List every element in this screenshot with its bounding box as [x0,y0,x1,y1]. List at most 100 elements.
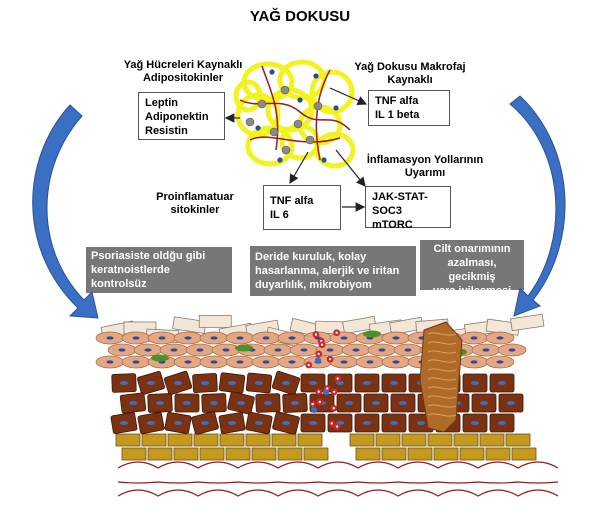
immune-cell-core [318,400,322,404]
effect-3-line-3: yara iyileşmesi [432,285,512,297]
keratinocyte-nucleus [508,348,516,352]
basement-membrane-block [511,447,537,461]
immune-cell-core [332,407,336,410]
keratinocyte-nucleus [340,360,348,364]
diagram-title: YAĞ DOKUSU [249,8,351,25]
keratinocyte-nucleus [184,360,192,364]
basement-membrane-block [147,447,173,461]
basement-membrane-block [219,433,245,447]
keratinocyte-nucleus [404,348,412,352]
adipocyte-label: Yağ Hücreleri Kaynaklı Adipositokinler [108,59,258,85]
corneocyte [342,315,377,335]
basement-membrane-block [303,447,329,461]
pathway-label: İnflamasyon Yollarının Uyarımı [350,154,500,180]
pathway-box: JAK-STAT-SOC3 mTORC [365,186,451,231]
left-curved-arrow [32,104,99,319]
basement-membrane-block [173,447,199,461]
macrophage-tnf-alfa: TNF alfa [375,95,419,107]
pathway-label-line-2: Uyarımı [404,167,446,179]
basement-membrane-block [401,433,427,447]
damaged-tissue-streak [427,404,457,408]
keratinocyte-nucleus [236,360,244,364]
adipocyte-nucleus [333,105,339,111]
keratinocyte-nucleus [132,360,140,364]
basement-membrane-block [121,447,147,461]
basal-nucleus [282,381,290,385]
damaged-tissue-streak [427,341,457,345]
basement-membrane-block [277,447,303,461]
damaged-tissue-streak [427,395,457,399]
basement-membrane-block [453,433,479,447]
effect-1-line-1: Psoriasiste oldğu gibi [91,250,206,262]
keratinocyte-nucleus [210,360,218,364]
immune-cell-core [314,333,318,336]
macrophage [280,85,290,95]
adipocytokine-box: Leptin Adiponektin Resistin [138,92,225,140]
basement-membrane-block [407,447,433,461]
effect-2-line-3: duyarlılık, mikrobiyom [255,279,372,291]
proinflammatory-label-line-2: sitokinler [170,204,220,216]
basal-nucleus [129,401,137,405]
langerhans-cell [235,344,253,352]
basal-nucleus [345,401,353,405]
keratinocyte-nucleus [496,336,504,340]
keratinocyte-nucleus [300,348,308,352]
keratinocyte-nucleus [262,360,270,364]
keratinocyte-nucleus [340,336,348,340]
basement-membrane-block [167,433,193,447]
effect-1-line-3: çoğalma [91,292,136,304]
proinflammatory-box: TNF alfa IL 6 [263,185,341,230]
arrow-to-pathway-box-diagonal [335,149,366,187]
macrophage-cytokine-box: TNF alfa IL 1 beta [368,90,450,126]
basement-membrane-block [375,433,401,447]
immune-cell-core [320,343,324,346]
keratinocyte-nucleus [144,348,152,352]
basal-nucleus [363,421,371,425]
basal-nucleus [471,421,479,425]
adipocyte-nucleus [255,125,261,131]
keratinocyte-nucleus [482,348,490,352]
keratinocyte-nucleus [158,336,166,340]
basal-nucleus [120,381,128,385]
adipocyte-cell [245,125,295,167]
basal-nucleus [507,401,515,405]
keratinocyte-nucleus [288,360,296,364]
pathway-label-line-1: İnflamasyon Yollarının [366,154,484,166]
keratinocyte-nucleus [118,348,126,352]
damaged-tissue-streak [427,368,457,372]
basal-nucleus [372,401,380,405]
basal-nucleus [336,381,344,385]
corneocyte [510,313,545,332]
basement-membrane-block [349,433,375,447]
keratinocyte-nucleus [326,348,334,352]
adipocyte-nucleus [313,73,319,79]
langerhans-cell [151,354,169,362]
effect-box-wound-healing: Cilt onarımının azalması, gecikmiş yara … [420,240,524,297]
damaged-tissue-streak [427,332,457,336]
basal-nucleus [255,381,263,385]
pathway-jak-stat: JAK-STAT-SOC3 [372,191,428,217]
adipocytokine-adiponectin: Adiponektin [145,111,209,123]
langerhans-cell [363,330,381,338]
effect-box-dryness: Deride kuruluk, kolay hasarlanma, alerji… [250,246,416,296]
lymphocyte [311,407,317,413]
basal-nucleus [390,381,398,385]
keratinocyte-nucleus [106,336,114,340]
arrow-to-proinflammatory-box [289,151,309,185]
basal-nucleus [201,381,209,385]
immune-cell-core [311,402,314,406]
basement-membrane-block [225,447,251,461]
adipocytokine-resistin: Resistin [145,125,188,137]
basal-nucleus [291,401,299,405]
adipocyte-label-line-1: Yağ Hücreleri Kaynaklı [123,59,243,71]
effect-2-line-1: Deride kuruluk, kolay [255,251,367,263]
keratinocyte-nucleus [210,336,218,340]
keratinocyte-nucleus [366,360,374,364]
adipocyte-nucleus [321,157,327,163]
basement-membrane-block [485,447,511,461]
macrophage [305,135,315,145]
keratinocyte-nucleus [470,336,478,340]
immune-cell-core [330,422,333,425]
corneocyte [198,314,232,328]
